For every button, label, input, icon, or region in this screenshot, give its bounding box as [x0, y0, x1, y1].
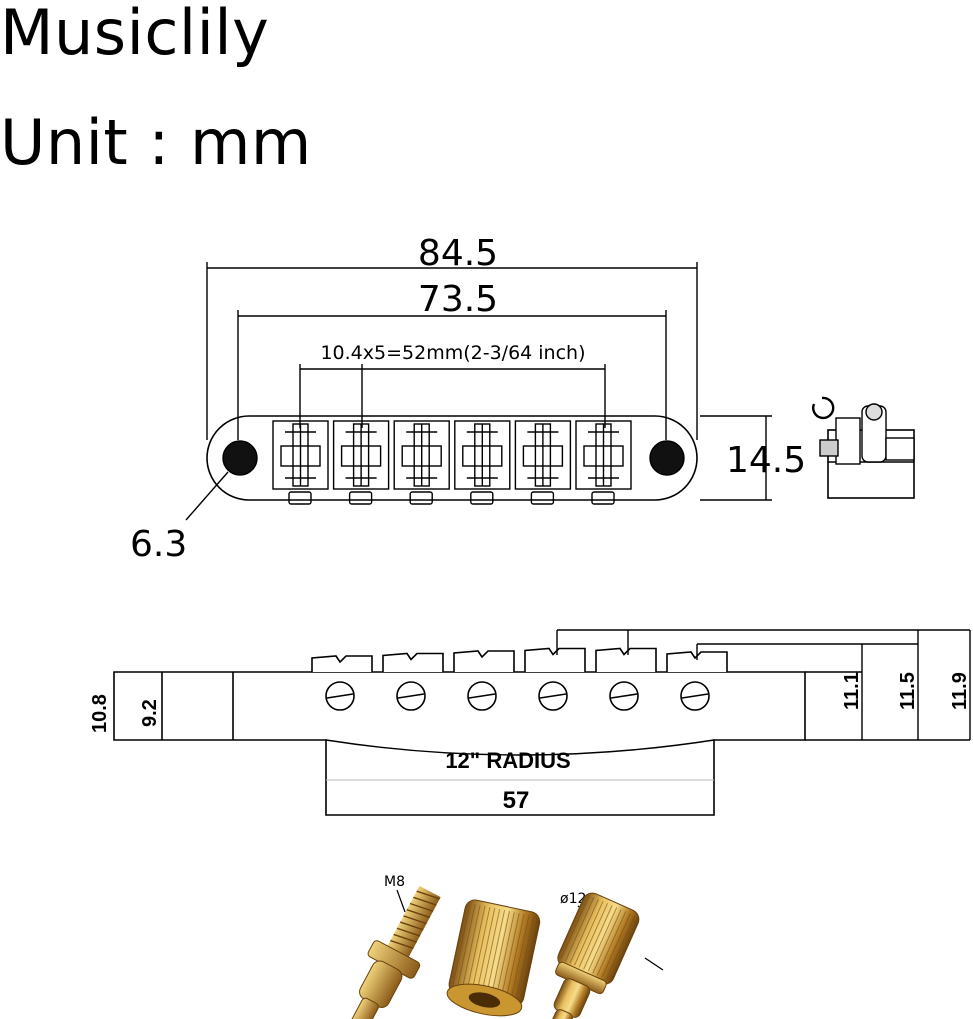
saddle-screw-3 — [467, 681, 497, 711]
threaded-stud-icon — [349, 885, 441, 1019]
end-view — [812, 396, 915, 499]
saddle-screw-1 — [325, 681, 355, 711]
bridge-body-side — [113, 671, 806, 816]
saddle-screw-5 — [609, 681, 639, 711]
thread-arrow — [396, 889, 406, 913]
radius-label: 12" RADIUS — [445, 748, 570, 773]
bridge-body-top — [206, 415, 698, 501]
saddle-6 — [575, 420, 632, 505]
saddle-top-5 — [595, 647, 657, 672]
saddle-top-2 — [382, 652, 444, 672]
hole-leader-line — [185, 471, 229, 521]
screw-group — [325, 681, 710, 711]
height-bass-label: 10.8 — [89, 694, 111, 733]
dimension-post-spacing — [237, 310, 667, 440]
height-c-label: 11.9 — [949, 672, 971, 710]
radius-curve — [325, 739, 715, 756]
overall-length-label: 84.5 — [418, 233, 498, 274]
saddle-top-1 — [311, 655, 373, 672]
side-view — [113, 629, 971, 816]
base-width-label: 57 — [503, 787, 530, 814]
top-view — [185, 262, 915, 521]
saddle-3 — [393, 420, 450, 505]
unit-label: Unit : mm — [0, 106, 312, 179]
saddle-2 — [332, 420, 390, 505]
diameter-label: ø12 — [560, 891, 586, 907]
dimension-overall — [206, 262, 698, 440]
brand-title: Musiclily — [0, 0, 270, 69]
height-dimensions — [556, 629, 971, 741]
height-a-label: 11.1 — [841, 672, 863, 710]
saddle-top-group — [311, 647, 728, 672]
hole-diameter-label: 6.3 — [130, 524, 187, 565]
string-spacing-label: 10.4x5=52mm(2-3/64 inch) — [320, 342, 585, 364]
post-hole-right — [649, 440, 685, 476]
dimension-string-spacing — [299, 364, 606, 428]
post-assembly-icon — [548, 892, 640, 1019]
collar-arrow — [644, 957, 664, 971]
height-b-label: 11.5 — [897, 672, 919, 710]
saddle-group — [272, 420, 632, 505]
dimension-depth — [700, 415, 772, 501]
post-hole-left — [222, 440, 258, 476]
saddle-top-3 — [453, 650, 515, 672]
height-body-label: 9.2 — [139, 699, 161, 727]
thread-label: M8 — [384, 874, 405, 890]
saddle-4 — [454, 420, 511, 505]
saddle-screw-2 — [396, 681, 426, 711]
saddle-5 — [514, 420, 572, 505]
saddle-top-4 — [524, 647, 586, 672]
saddle-top-6 — [666, 651, 728, 672]
threaded-insert-icon — [446, 899, 541, 1017]
saddle-screw-4 — [538, 681, 568, 711]
saddle-1 — [272, 420, 329, 505]
post-spacing-label: 73.5 — [418, 279, 498, 320]
saddle-screw-6 — [680, 681, 710, 711]
depth-label: 14.5 — [726, 440, 806, 481]
